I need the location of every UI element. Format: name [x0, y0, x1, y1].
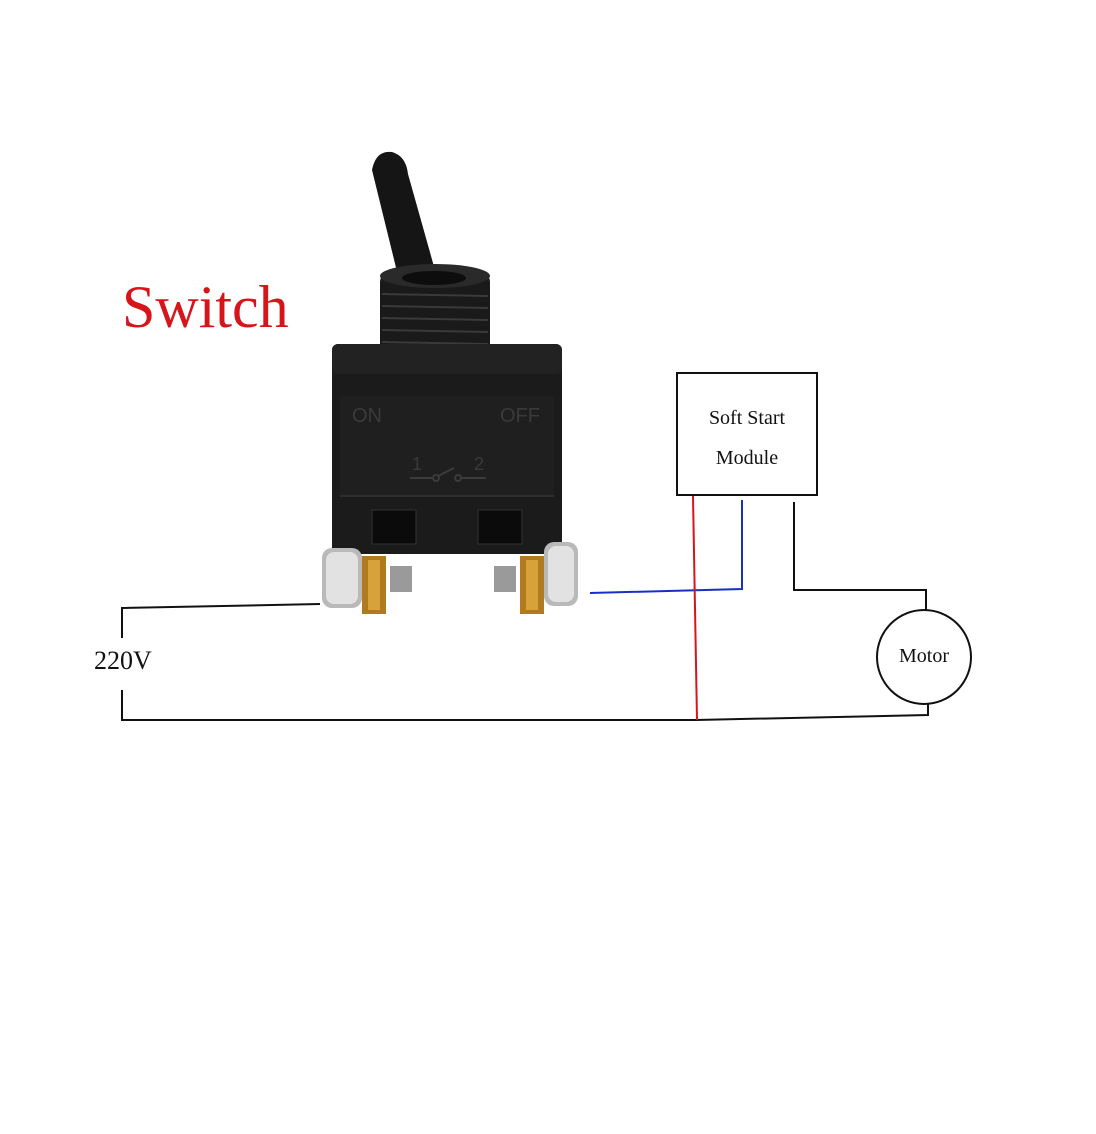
toggle-switch	[322, 151, 578, 614]
right-terminal-screw	[494, 542, 578, 614]
supply-voltage-label: 220V	[94, 646, 152, 675]
switch-title: Switch	[122, 274, 289, 340]
motor-label: Motor	[899, 645, 949, 667]
left-terminal-screw	[322, 548, 412, 614]
supply-wire-bottom	[121, 690, 696, 721]
soft-start-module: Soft Start Module	[676, 372, 818, 496]
contact-symbol	[410, 467, 486, 482]
module-label-line2: Module	[715, 447, 779, 469]
module-to-motor-wire	[793, 502, 927, 610]
switch-lever	[372, 151, 440, 292]
motor-symbol: Motor	[876, 609, 972, 705]
supply-wire-top	[121, 603, 321, 638]
return-wire	[695, 704, 929, 721]
module-label-line1: Soft Start	[708, 407, 786, 429]
switch-body	[332, 344, 562, 554]
terminal-slot-right	[477, 509, 523, 545]
terminal-slot-left	[371, 509, 417, 545]
blue-wire	[589, 500, 743, 594]
wiring	[121, 495, 929, 721]
red-wire	[692, 495, 698, 721]
